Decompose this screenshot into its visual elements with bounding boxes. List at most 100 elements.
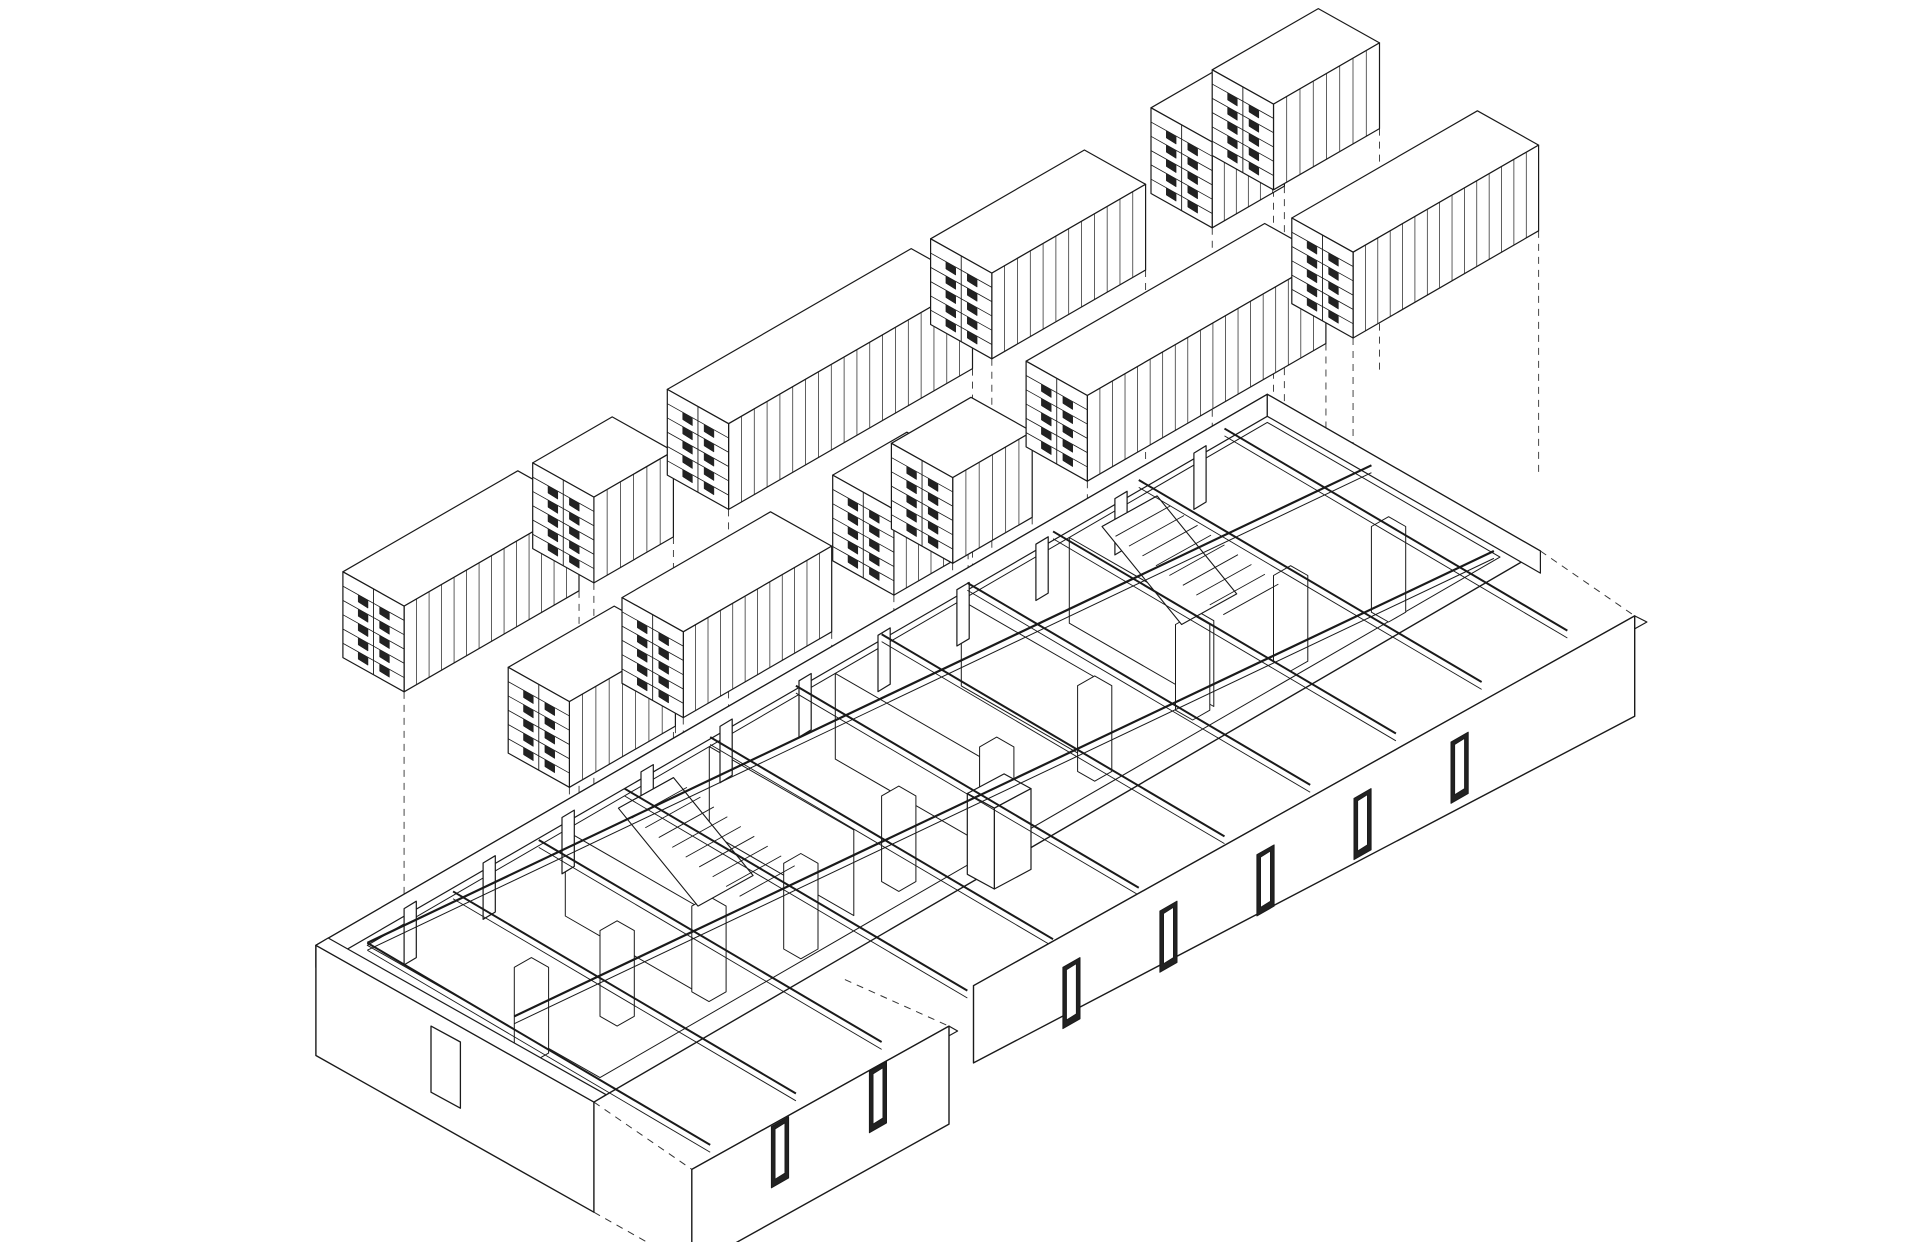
module-bin [927,506,939,521]
module-bin [1248,104,1260,119]
module-bin [658,689,669,704]
module-bin [379,606,390,621]
module-bin [1166,158,1177,173]
module-bin [523,689,534,704]
module-bin [547,485,559,500]
back-wall-window [719,718,733,784]
module-bin [1062,424,1073,439]
back-wall-window [956,581,970,647]
module-bin [544,716,555,731]
module-bin [569,511,580,526]
module-bin [1062,410,1073,425]
stair-tread [1128,515,1185,547]
cross-beam-edge [881,641,1225,845]
module-bin [945,289,956,304]
module-bin [1227,106,1238,121]
front-right-window-glass [1454,738,1465,796]
storage-module [929,149,1147,360]
stair-tread [739,865,795,897]
module-bin [1187,142,1198,157]
floor-column [881,785,917,892]
stair-tread [658,806,715,838]
module-bin [682,426,693,441]
front-right-window-glass [1260,850,1271,908]
module-bin [869,566,880,581]
module-bin [1062,438,1073,453]
module-bin [906,480,917,495]
front-right-window-glass [1357,794,1368,852]
module-bin [945,318,956,333]
front-mid-window-glass [872,1067,884,1125]
cross-beam-edge [1138,486,1482,690]
wall-guide [593,1101,693,1170]
stair-tread [1169,544,1225,576]
module-bin [847,540,859,555]
cross-beam [1052,530,1397,735]
module-bin [357,608,369,623]
lift-front [966,792,995,890]
module-bin [1328,309,1339,324]
module-bin [682,411,693,426]
module-bin [703,481,715,496]
module-bin [1248,132,1260,147]
module-bin [379,635,390,649]
module-bin [544,730,555,745]
module-bin [945,304,956,319]
module-bin [569,540,580,555]
module-bin [658,646,669,661]
module-bin [523,718,534,733]
module-bin [523,732,534,747]
module-bin [1328,281,1339,296]
module-bin [1166,130,1177,145]
entrance-door [430,1025,462,1109]
module-bin [1328,266,1339,281]
module-bin [1187,199,1198,214]
front-mid-wall [691,1025,950,1242]
module-bin [1248,161,1260,176]
module-bin [523,747,534,762]
stair-tread [1223,583,1279,616]
cross-beam [1223,427,1568,632]
module-bin [637,677,648,692]
storage-module [1291,110,1540,339]
wall-guide [1540,550,1635,617]
module-bin [1166,173,1177,188]
module-bin [658,632,669,647]
front-right-window-glass [1066,963,1077,1021]
module-bin [1041,383,1052,398]
module-bin [637,663,648,677]
module-bin [379,663,390,678]
module-bin [967,301,978,316]
module-bin [547,514,559,529]
cross-beam [366,941,711,1146]
perimeter-walls [315,615,1648,1242]
cross-beam-edge [1052,538,1397,742]
module-bin [906,508,917,523]
back-wall-window [1193,445,1207,510]
beam-grid [366,427,1568,1153]
module-bin [1187,170,1198,185]
cross-beam-edge [1224,435,1568,639]
module-bin [945,261,956,276]
storage-module [621,511,833,719]
module-bin [1227,149,1238,164]
floor-column [783,853,819,960]
storage-module [1025,222,1327,482]
module-bin [547,542,559,557]
stair-tread [698,835,755,868]
cross-beam [966,581,1311,786]
module-bin [703,452,715,467]
module-bin [1062,395,1073,410]
module-bin [927,520,939,535]
module-bin [569,497,580,512]
module-bin [544,744,555,759]
cross-beam [795,684,1140,889]
storage-module [532,416,675,584]
module-bin [1227,120,1238,135]
module-bin [682,440,693,455]
back-wall-window [482,855,496,920]
stair-tread [1209,573,1266,606]
module-bin [967,316,978,331]
module-bin [847,497,859,512]
